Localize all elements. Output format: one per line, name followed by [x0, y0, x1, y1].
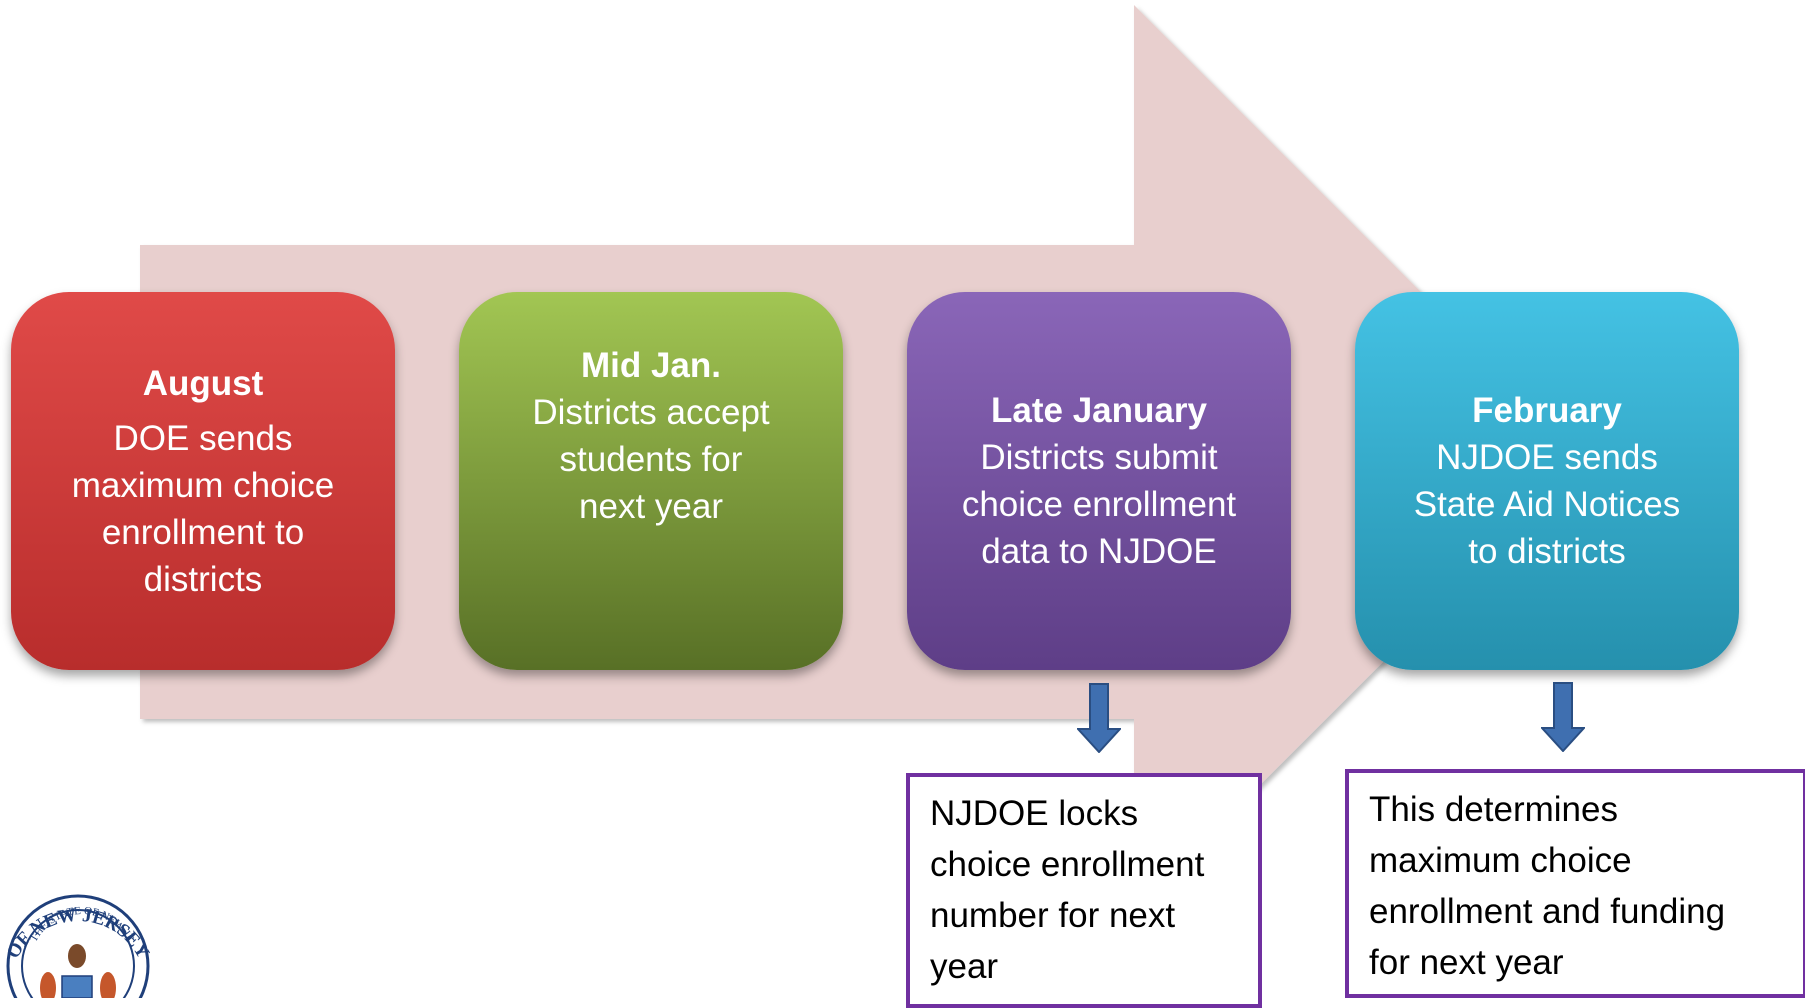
step-late-january: Late January Districts submit choice enr…: [907, 292, 1291, 670]
step-when-august: August: [142, 363, 264, 403]
step-february: February NJDOE sends State Aid Notices t…: [1355, 292, 1739, 670]
step-description-mid-jan: Districts accept students for next year: [532, 393, 770, 526]
step-august: August DOE sends maximum choice enrollme…: [11, 292, 395, 670]
new-jersey-state-seal-icon: OF NEW JERSEY THE STATE OF NEW JE: [3, 894, 150, 998]
note-enrollment-lock: NJDOE locks choice enrollment number for…: [906, 773, 1262, 1008]
down-arrow-icon: [1077, 683, 1121, 753]
note-funding-determination: This determines maximum choice enrollmen…: [1345, 769, 1805, 998]
step-description-february: NJDOE sends State Aid Notices to distric…: [1413, 438, 1681, 571]
step-when-late-january: Late January: [991, 391, 1207, 430]
down-arrow-icon: [1541, 682, 1585, 752]
step-when-mid-jan: Mid Jan.: [580, 346, 722, 385]
step-when-february: February: [1472, 391, 1622, 430]
step-description-late-january: Districts submit choice enrollment data …: [961, 438, 1237, 571]
step-description-august: DOE sends maximum choice enrollment to d…: [71, 418, 335, 599]
step-mid-jan: Mid Jan. Districts accept students for n…: [459, 292, 843, 670]
